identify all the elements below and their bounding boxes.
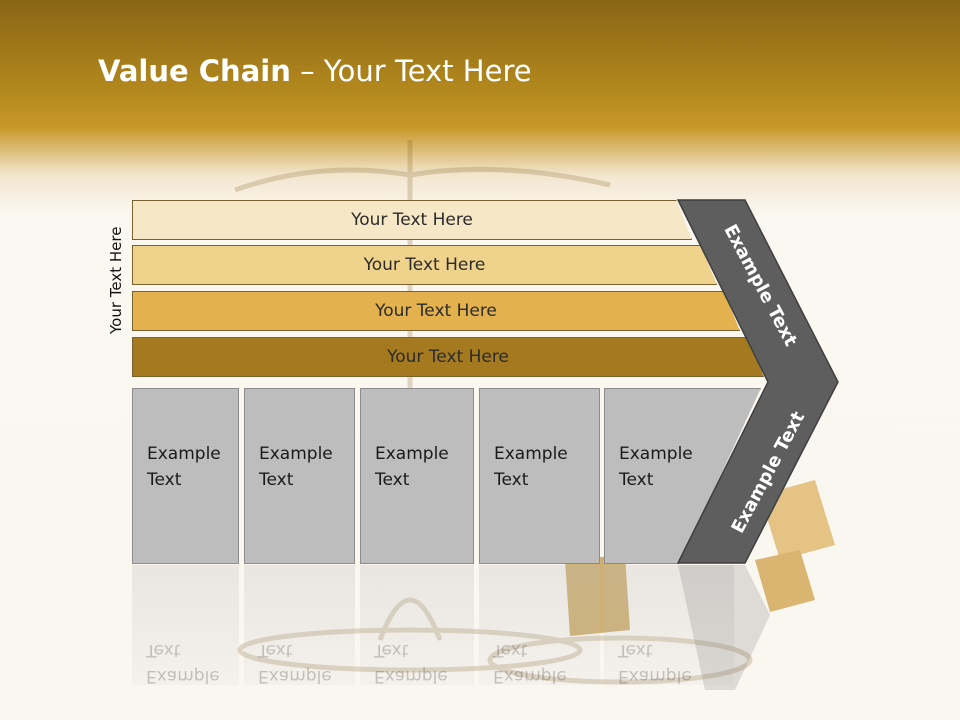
- box-line2: Text: [619, 470, 654, 490]
- example-box-1: Example Text: [132, 388, 239, 564]
- box-line1: Example: [619, 444, 693, 464]
- box-line2: Text: [147, 470, 182, 490]
- box-line2: Text: [375, 470, 410, 490]
- box-line1: Example: [259, 444, 333, 464]
- page-title: Value Chain – Your Text Here: [98, 54, 532, 88]
- box-line2: Text: [494, 470, 529, 490]
- example-box-4: Example Text: [479, 388, 600, 564]
- bar-3: Your Text Here: [132, 291, 740, 331]
- example-box-3: Example Text: [360, 388, 474, 564]
- bar-4: Your Text Here: [132, 337, 764, 377]
- box-line2: Text: [259, 470, 294, 490]
- box-line1: Example: [375, 444, 449, 464]
- box-line1: Example: [147, 444, 221, 464]
- bar-2: Your Text Here: [132, 245, 717, 285]
- chevron-reflection: [678, 565, 770, 690]
- example-box-2: Example Text: [244, 388, 355, 564]
- box-line1: Example: [494, 444, 568, 464]
- chevron-shape: [676, 199, 839, 564]
- bar-1: Your Text Here: [132, 200, 692, 240]
